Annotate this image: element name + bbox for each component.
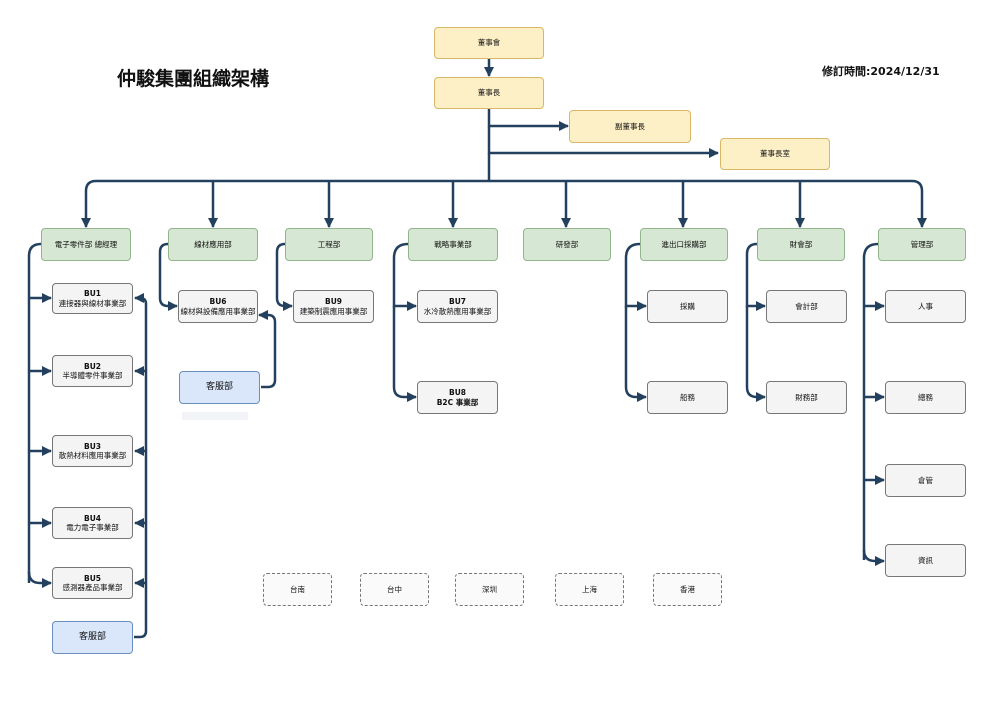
shipping-label: 船務 [680,392,695,402]
dept-management[interactable]: 管理部 [878,228,966,261]
bu7-name: 水冷散熱應用事業部 [423,306,492,316]
bu2-name: 半導體零件事業部 [62,371,123,380]
dept-strategy[interactable]: 戰略事業部 [408,228,498,261]
vice-chairman-box[interactable]: 副董事長 [569,110,691,143]
location-shanghai-label: 上海 [582,584,597,594]
dept-management-label: 管理部 [910,239,934,249]
dept-wire[interactable]: 線材應用部 [168,228,258,261]
dept-import-export[interactable]: 進出口採購部 [640,228,728,261]
location-shenzhen-label: 深圳 [482,584,497,594]
location-tainan[interactable]: 台南 [263,573,332,606]
procurement-box[interactable]: 採購 [647,290,728,323]
dept-engineering[interactable]: 工程部 [285,228,373,261]
bu6-name: 線材與設備應用事業部 [180,306,256,316]
customer-service-wire-label: 客服部 [205,381,233,392]
accounting-box[interactable]: 會計部 [766,290,847,323]
location-hongkong-label: 香港 [680,584,695,594]
bu8-code: BU8 [448,388,467,398]
dept-wire-label: 線材應用部 [194,239,232,249]
customer-service-electronics[interactable]: 客服部 [52,621,133,654]
location-shanghai[interactable]: 上海 [555,573,624,606]
bu9-code: BU9 [324,297,343,307]
dept-engineering-label: 工程部 [317,239,341,249]
location-taichung[interactable]: 台中 [360,573,429,606]
bu3-name: 散熱材料應用事業部 [58,451,127,460]
bu9-name: 建築制震應用事業部 [299,306,368,316]
it-box[interactable]: 資訊 [885,544,966,577]
location-taichung-label: 台中 [387,584,402,594]
shipping-box[interactable]: 船務 [647,381,728,414]
bu5-code: BU5 [83,573,102,583]
hr-box[interactable]: 人事 [885,290,966,323]
revision-date: 修訂時間:2024/12/31 [822,65,940,78]
faint-placeholder [182,412,248,420]
customer-service-electronics-label: 客服部 [78,631,106,642]
board-label: 董事會 [477,38,501,48]
bu1-code: BU1 [83,289,102,299]
bu4-code: BU4 [83,513,102,523]
bu5-name: 感測器產品事業部 [62,583,123,592]
bu2-code: BU2 [83,361,102,371]
dept-rnd-label: 研發部 [555,239,579,249]
bu6-code: BU6 [209,297,227,307]
chart-title: 仲駿集團組織架構 [117,68,270,90]
dept-finance[interactable]: 財會部 [757,228,845,261]
general-affairs-label: 總務 [918,392,933,402]
vice-chairman-label: 副董事長 [615,121,645,131]
chairman-office-box[interactable]: 董事長室 [720,138,830,170]
dept-electronics-label: 電子零件部 總經理 [54,239,118,249]
warehouse-box[interactable]: 倉管 [885,464,966,497]
chairman-label: 董事長 [477,88,501,98]
general-affairs-box[interactable]: 總務 [885,381,966,414]
accounting-label: 會計部 [795,301,818,311]
bu4-name: 電力電子事業部 [66,523,119,532]
dept-import-export-label: 進出口採購部 [661,239,707,249]
dept-rnd[interactable]: 研發部 [523,228,611,261]
hr-label: 人事 [918,301,933,311]
dept-electronics[interactable]: 電子零件部 總經理 [41,228,131,261]
dept-finance-label: 財會部 [789,239,813,249]
customer-service-wire[interactable]: 客服部 [179,371,260,404]
board-box[interactable]: 董事會 [434,27,544,59]
chairman-box[interactable]: 董事長 [434,77,544,109]
it-label: 資訊 [918,555,933,565]
location-shenzhen[interactable]: 深圳 [455,573,524,606]
location-hongkong[interactable]: 香港 [653,573,722,606]
dept-strategy-label: 戰略事業部 [434,239,472,249]
bu8-name: B2C 事業部 [436,397,479,407]
chairman-office-label: 董事長室 [760,149,790,159]
warehouse-label: 倉管 [918,475,933,485]
bu1-name: 連接器與線材事業部 [58,298,127,308]
procurement-label: 採購 [680,301,695,311]
treasury-box[interactable]: 財務部 [766,381,847,414]
bu7-code: BU7 [448,297,467,307]
bu3-code: BU3 [83,441,102,451]
treasury-label: 財務部 [795,392,818,402]
location-tainan-label: 台南 [290,584,305,594]
